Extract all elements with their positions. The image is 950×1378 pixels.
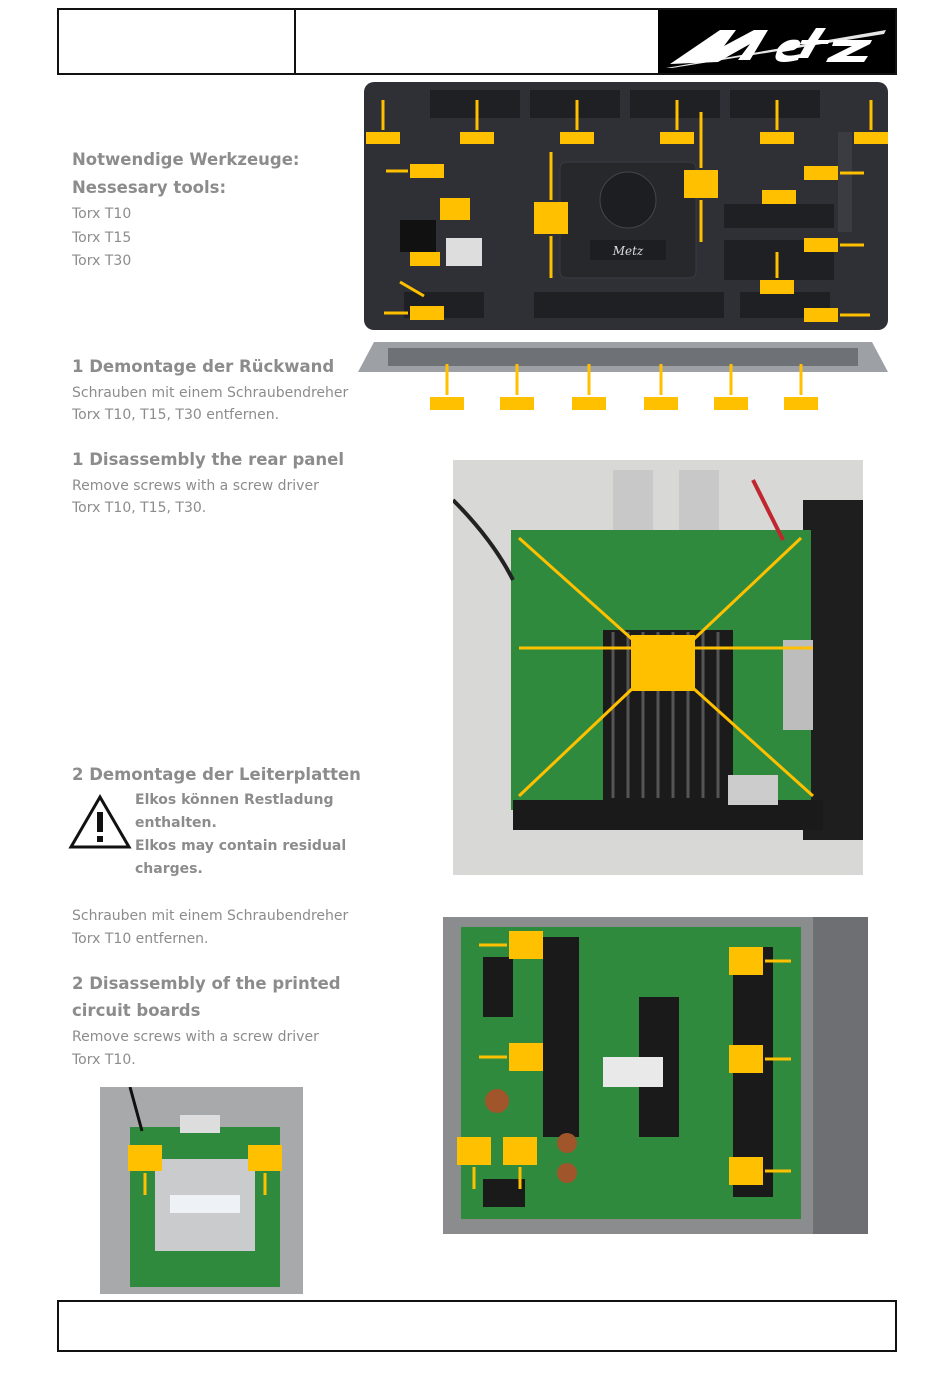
tool-item: Torx T15 <box>72 230 132 246</box>
step1-text-en-2: Torx T10, T15, T30. <box>72 500 207 516</box>
warning-text-3: Elkos may contain residual <box>135 838 347 854</box>
step1-text-de-1: Schrauben mit einem Schraubendreher <box>72 385 349 401</box>
warning-icon <box>68 794 132 849</box>
tool-item: Torx T30 <box>72 253 132 269</box>
step2-heading-en-2: circuit boards <box>72 1001 201 1020</box>
power-board-photo <box>443 917 868 1234</box>
footer-frame <box>57 1300 897 1352</box>
warning-text-4: charges. <box>135 861 203 877</box>
header-frame <box>57 8 897 75</box>
step1-text-de-2: Torx T10, T15, T30 entfernen. <box>72 407 280 423</box>
tools-heading-de: Notwendige Werkzeuge: <box>72 150 300 169</box>
tv-bottom-strip-photo <box>358 338 888 414</box>
metz-logo <box>658 10 895 73</box>
step1-text-en-1: Remove screws with a screw driver <box>72 478 319 494</box>
tools-heading-en: Nessesary tools: <box>72 178 227 197</box>
step2-heading-en-1: 2 Disassembly of the printed <box>72 974 341 993</box>
step2-heading-de: 2 Demontage der Leiterplatten <box>72 765 361 784</box>
main-board-photo <box>453 460 863 875</box>
warning-text-1: Elkos können Restladung <box>135 792 334 808</box>
module-photo <box>100 1087 303 1294</box>
metz-logo-mark <box>666 28 886 68</box>
tv-rear-panel-photo: Metz <box>364 82 888 330</box>
step2-text-en-1: Remove screws with a screw driver <box>72 1029 319 1045</box>
step1-heading-de: 1 Demontage der Rückwand <box>72 357 335 376</box>
warning-text-2: enthalten. <box>135 815 217 831</box>
step2-text-en-2: Torx T10. <box>72 1052 136 1068</box>
tool-item: Torx T10 <box>72 206 132 222</box>
svg-text:Metz: Metz <box>612 244 644 258</box>
header-cell-left <box>59 10 296 73</box>
step2-text-de-1: Schrauben mit einem Schraubendreher <box>72 908 349 924</box>
step2-text-de-2: Torx T10 entfernen. <box>72 931 209 947</box>
step1-heading-en: 1 Disassembly the rear panel <box>72 450 344 469</box>
